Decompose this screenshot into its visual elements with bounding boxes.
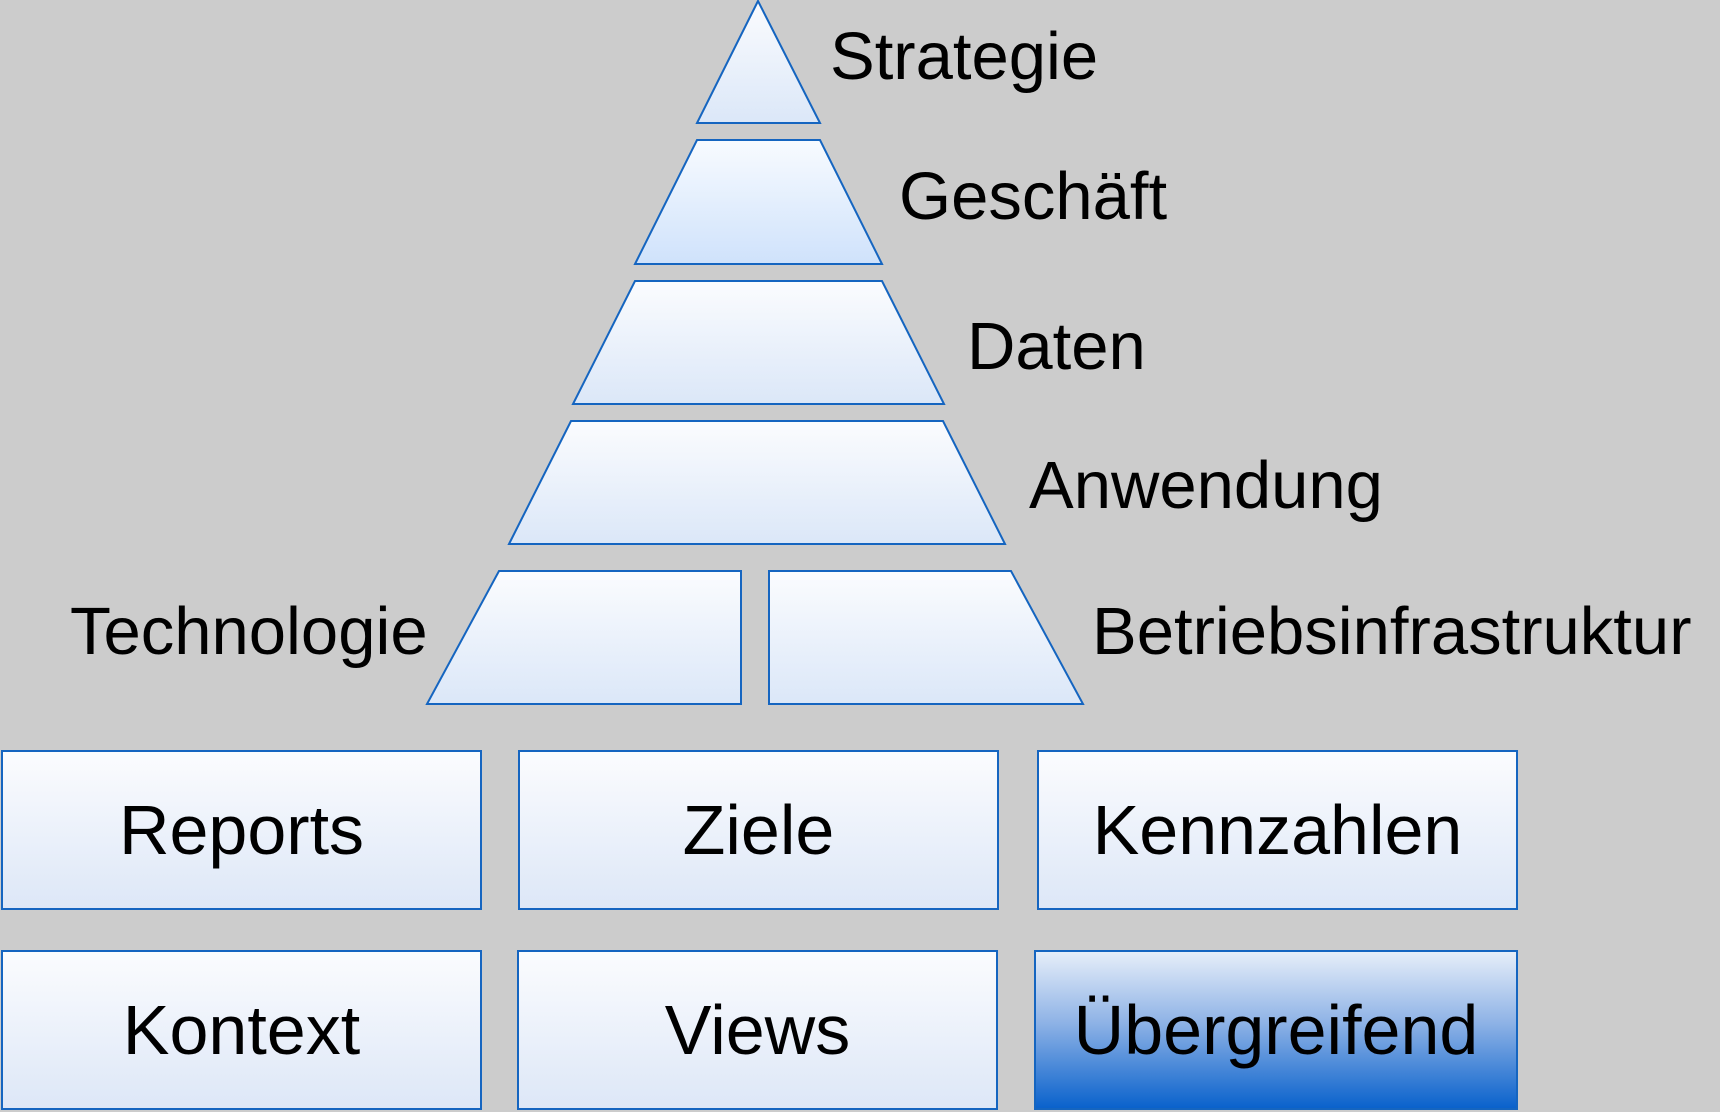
view-reports-label: Reports xyxy=(118,791,365,869)
view-ziele-label: Ziele xyxy=(682,791,835,869)
view-reports-button[interactable]: Reports xyxy=(1,750,482,910)
layer-anwendung-label: Anwendung xyxy=(1029,448,1383,523)
layer-technologie-label: Technologie xyxy=(70,594,428,669)
layer-daten[interactable]: Daten xyxy=(571,280,1146,405)
view-uebergreifend-button[interactable]: Übergreifend xyxy=(1034,950,1518,1110)
view-uebergreifend-label: Übergreifend xyxy=(1073,991,1479,1069)
layer-geschaeft[interactable]: Geschäft xyxy=(633,139,1168,265)
view-views-label: Views xyxy=(664,991,851,1069)
view-kontext-button[interactable]: Kontext xyxy=(1,950,482,1110)
layer-betriebsinfrastruktur-label: Betriebsinfrastruktur xyxy=(1092,594,1692,669)
layer-betriebsinfrastruktur[interactable]: Betriebsinfrastruktur xyxy=(768,570,1692,705)
layer-geschaeft-label: Geschäft xyxy=(899,159,1168,234)
layer-daten-label: Daten xyxy=(967,309,1146,384)
layer-anwendung[interactable]: Anwendung xyxy=(507,420,1383,545)
view-kennzahlen-button[interactable]: Kennzahlen xyxy=(1037,750,1518,910)
layer-technologie[interactable]: Technologie xyxy=(70,570,742,705)
layer-strategie[interactable]: Strategie xyxy=(695,0,1098,124)
view-views-button[interactable]: Views xyxy=(517,950,998,1110)
view-kontext-label: Kontext xyxy=(122,991,361,1069)
view-ziele-button[interactable]: Ziele xyxy=(518,750,999,910)
layer-strategie-label: Strategie xyxy=(830,19,1098,94)
view-kennzahlen-label: Kennzahlen xyxy=(1092,791,1463,869)
